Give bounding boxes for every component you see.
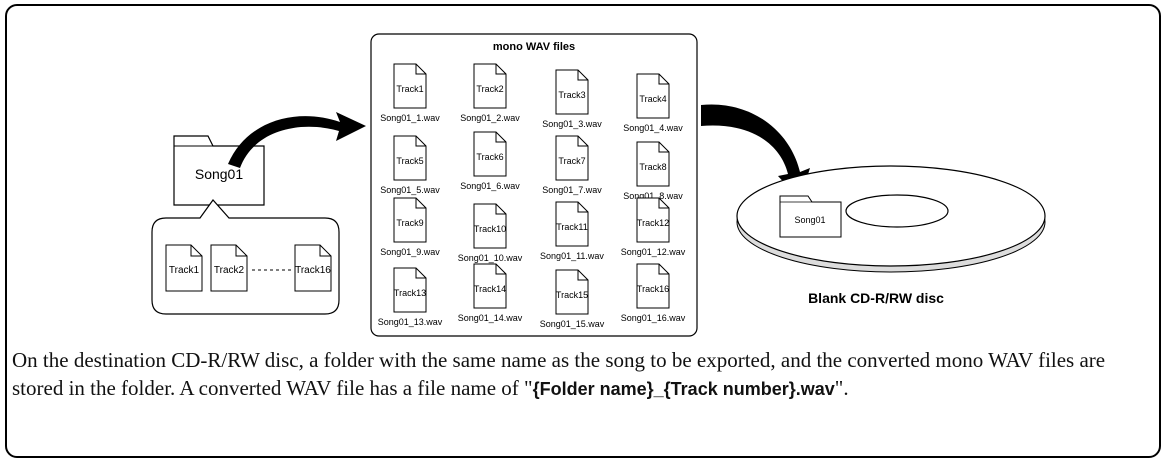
source-track-label: Track16: [295, 265, 331, 276]
wav-filename: Song01_2.wav: [460, 113, 520, 123]
wav-filename: Song01_7.wav: [542, 185, 602, 195]
track-label: Track15: [556, 290, 588, 300]
wav-file-icon: [636, 263, 670, 309]
track-label: Track14: [474, 284, 506, 294]
wav-file-grid: Track1Song01_1.wavTrack2Song01_2.wavTrac…: [378, 63, 686, 329]
caption: On the destination CD-R/RW disc, a folde…: [12, 346, 1152, 403]
source-track-label: Track2: [214, 265, 245, 276]
filename-format: {Folder name}_{Track number}.wav: [532, 379, 835, 399]
export-arrow: [228, 112, 366, 168]
caption-text: On the destination CD-R/RW disc, a folde…: [12, 348, 1106, 400]
source-track-icon: [165, 244, 203, 292]
wav-filename: Song01_9.wav: [380, 247, 440, 257]
wav-file-icon: [555, 69, 589, 115]
wav-filename: Song01_3.wav: [542, 119, 602, 129]
track-label: Track3: [558, 90, 585, 100]
wav-file-icon: [393, 267, 427, 313]
track-label: Track2: [476, 84, 503, 94]
cd-disc: [736, 165, 1046, 273]
track-label: Track4: [639, 94, 666, 104]
song-folder-label: Song01: [195, 166, 243, 182]
diagram-frame: [5, 4, 1161, 458]
wav-file-icon: [555, 201, 589, 247]
source-track-icon: [210, 244, 248, 292]
source-track-label: Track1: [169, 265, 200, 276]
track-label: Track11: [556, 222, 588, 232]
wav-file-icon: [393, 135, 427, 181]
track-label: Track1: [396, 84, 423, 94]
mono-box-title: mono WAV files: [493, 41, 575, 53]
wav-filename: Song01_13.wav: [378, 317, 443, 327]
wav-filename: Song01_16.wav: [621, 313, 686, 323]
track-label: Track10: [474, 224, 506, 234]
wav-file-icon: [393, 197, 427, 243]
wav-filename: Song01_5.wav: [380, 185, 440, 195]
wav-filename: Song01_6.wav: [460, 181, 520, 191]
wav-filename: Song01_14.wav: [458, 313, 523, 323]
wav-file-icon: [636, 197, 670, 243]
wav-file-icon: [393, 63, 427, 109]
track-label: Track7: [558, 156, 585, 166]
caption-end: ".: [834, 376, 849, 400]
mono-wav-box: [370, 33, 698, 337]
wav-file-icon: [473, 63, 507, 109]
disc-folder-icon: [779, 195, 842, 238]
wav-file-icon: [473, 203, 507, 249]
wav-file-icon: [636, 141, 670, 187]
source-track-icon: [294, 244, 332, 292]
track-label: Track16: [637, 284, 669, 294]
wav-filename: Song01_4.wav: [623, 123, 683, 133]
disc-folder-label: Song01: [794, 215, 825, 225]
wav-file-icon: [636, 73, 670, 119]
disc-label: Blank CD-R/RW disc: [808, 290, 944, 306]
wav-file-icon: [555, 135, 589, 181]
wav-file-icon: [473, 263, 507, 309]
track-label: Track12: [637, 218, 669, 228]
wav-file-icon: [555, 269, 589, 315]
wav-filename: Song01_11.wav: [540, 251, 604, 261]
burn-arrow: [701, 104, 810, 200]
wav-file-icon: [473, 131, 507, 177]
track-label: Track6: [476, 152, 503, 162]
track-label: Track5: [396, 156, 423, 166]
export-diagram: Song01 Track1 Track2 Track16 mono WAV fi…: [151, 33, 1046, 337]
wav-filename: Song01_8.wav: [623, 191, 683, 201]
wav-filename: Song01_10.wav: [458, 253, 523, 263]
track-label: Track13: [394, 288, 426, 298]
wav-filename: Song01_15.wav: [540, 319, 605, 329]
track-label: Track8: [639, 162, 666, 172]
wav-filename: Song01_12.wav: [621, 247, 686, 257]
wav-filename: Song01_1.wav: [380, 113, 440, 123]
track-label: Track9: [396, 218, 423, 228]
